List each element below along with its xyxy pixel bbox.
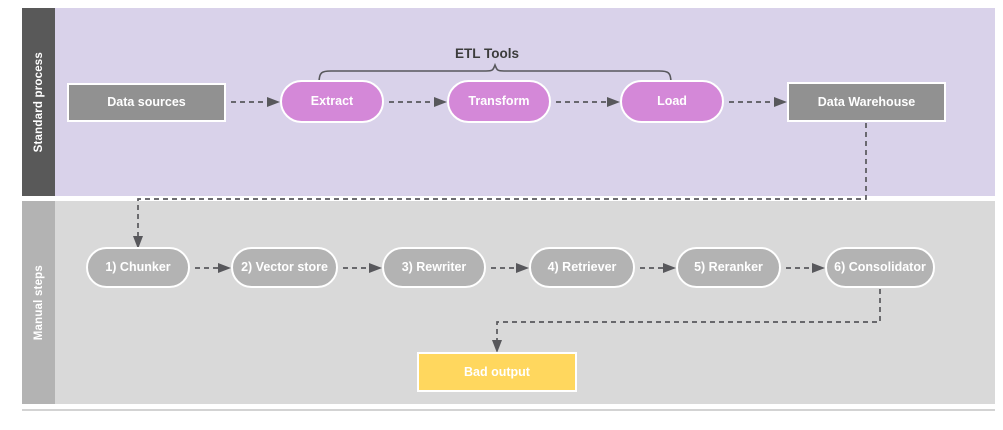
node-data-warehouse-label: Data Warehouse xyxy=(817,94,916,109)
node-chunker-label: 1) Chunker xyxy=(105,260,171,275)
node-transform-label: Transform xyxy=(468,94,530,109)
node-vector-store[interactable]: 2) Vector store xyxy=(231,247,338,288)
node-chunker[interactable]: 1) Chunker xyxy=(86,247,190,288)
lane-label-manual-steps: Manual steps xyxy=(32,264,45,341)
node-bad-output[interactable]: Bad output xyxy=(417,352,577,392)
node-load-label: Load xyxy=(657,94,687,109)
node-extract-label: Extract xyxy=(310,94,354,109)
diagram-bottom-divider xyxy=(22,409,995,411)
node-extract[interactable]: Extract xyxy=(280,80,384,123)
lane-header-manual-steps: Manual steps xyxy=(22,201,55,404)
node-data-sources[interactable]: Data sources xyxy=(67,83,226,122)
node-transform[interactable]: Transform xyxy=(447,80,551,123)
lane-label-standard-process: Standard process xyxy=(32,51,45,153)
node-vector-store-label: 2) Vector store xyxy=(241,260,328,275)
node-consolidator[interactable]: 6) Consolidator xyxy=(825,247,935,288)
node-rewriter-label: 3) Rewriter xyxy=(401,260,467,275)
node-reranker[interactable]: 5) Reranker xyxy=(676,247,781,288)
node-reranker-label: 5) Reranker xyxy=(694,260,763,275)
node-consolidator-label: 6) Consolidator xyxy=(834,260,926,275)
node-retriever-label: 4) Retriever xyxy=(547,260,617,275)
lane-header-standard-process: Standard process xyxy=(22,8,55,196)
node-data-sources-label: Data sources xyxy=(107,95,186,110)
node-rewriter[interactable]: 3) Rewriter xyxy=(382,247,486,288)
node-bad-output-label: Bad output xyxy=(464,364,530,379)
node-data-warehouse[interactable]: Data Warehouse xyxy=(787,82,946,122)
etl-tools-label: ETL Tools xyxy=(455,46,519,61)
node-load[interactable]: Load xyxy=(620,80,724,123)
node-retriever[interactable]: 4) Retriever xyxy=(529,247,635,288)
